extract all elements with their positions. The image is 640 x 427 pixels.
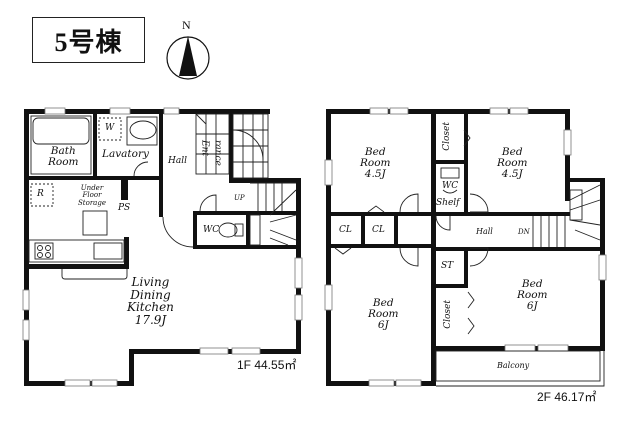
1f-wall-kitchen-side	[124, 237, 129, 269]
closet-cl2-label: CL	[372, 225, 385, 235]
refrigerator-label: R	[37, 189, 44, 199]
north-compass: N	[165, 18, 215, 80]
1f-wall-wc-left	[193, 211, 197, 249]
lavatory-label: Lavatory	[102, 148, 149, 160]
bedroom-nw-size: 4.5J	[364, 168, 386, 181]
floor1-area-label: 1F 44.55㎡	[237, 358, 297, 372]
under-floor-line2: Floor	[82, 191, 102, 200]
1f-ps-box	[121, 180, 128, 200]
closet-cl1-label: CL	[339, 225, 352, 235]
1f-wall-top	[24, 109, 270, 114]
stairs-down-label: DN	[518, 228, 530, 236]
1f-wall-bath-lav	[93, 114, 97, 176]
north-label: N	[182, 18, 191, 32]
bedroom-sw-line1: Bed	[372, 297, 394, 309]
building-label: 5号棟	[54, 27, 123, 57]
bedroom-ne-line2: Room	[497, 157, 528, 170]
balcony-label: Balcony	[497, 361, 530, 370]
under-floor-line3: Storage	[78, 198, 106, 207]
entrance-label-line2: rance	[212, 140, 223, 166]
1f-wall-hall-left	[159, 114, 163, 217]
1f-wall-step	[129, 349, 134, 386]
bath-label-line2: Room	[48, 156, 79, 169]
bedroom-sw-size: 6J	[377, 319, 389, 332]
1f-wall-stair-top	[229, 178, 301, 183]
bedroom-se-label: Bed Room 6J	[517, 278, 548, 313]
1f-wall-bath-bottom	[29, 176, 159, 180]
bedroom-se-line1: Bed	[521, 278, 543, 290]
1f-wall-kitchen	[29, 264, 129, 269]
wc-1f-label: WC	[203, 225, 220, 235]
bedroom-sw-line2: Room	[368, 308, 399, 321]
ldk-line3: Kitchen	[127, 300, 174, 315]
entrance-label-line1: Ent	[199, 140, 210, 156]
under-floor-line1: Under	[80, 184, 104, 192]
1f-wall-left	[24, 109, 29, 386]
entrance-label-2: rance	[212, 140, 223, 166]
closet-north-label: Closet	[442, 122, 452, 151]
ldk-size: 17.9J	[134, 312, 167, 327]
under-floor-storage-label: Under Floor Storage	[78, 184, 106, 207]
closet-south-label: Closet	[443, 300, 453, 329]
bedroom-sw-label: Bed Room 6J	[368, 297, 399, 332]
1f-wall-entrance	[229, 114, 233, 178]
1f-wall-wc-right	[246, 211, 250, 249]
ldk-line1: Living	[131, 275, 170, 289]
wc-2f-label: WC	[442, 181, 459, 191]
bedroom-ne-label: Bed Room 4.5J	[497, 146, 528, 181]
entrance-label: Ent	[199, 140, 210, 156]
bedroom-se-line2: Room	[517, 289, 548, 302]
hall-2f-label: Hall	[476, 227, 493, 236]
bedroom-ne-line1: Bed	[501, 146, 523, 158]
compass-arrow-icon	[166, 36, 210, 80]
bedroom-ne-size: 4.5J	[501, 168, 523, 181]
ldk-line2: Dining	[130, 287, 171, 302]
bedroom-nw-line1: Bed	[364, 146, 386, 158]
storage-st-label: ST	[441, 261, 454, 271]
bath-room-label: Bath Room	[48, 145, 79, 169]
bedroom-nw-line2: Room	[360, 157, 391, 170]
ps-label: PS	[118, 203, 131, 213]
shelf-label: Shelf	[436, 198, 460, 208]
hall-label: Hall	[168, 156, 187, 166]
floor2-area-label: 2F 46.17㎡	[537, 390, 597, 404]
bath-label-line1: Bath	[50, 145, 76, 157]
ldk-label: Living Dining Kitchen 17.9J	[127, 276, 174, 326]
building-label-box: 5号棟	[32, 17, 145, 63]
washer-label: W	[105, 123, 115, 133]
bedroom-se-size: 6J	[526, 300, 538, 313]
bedroom-nw-label: Bed Room 4.5J	[360, 146, 391, 181]
stairs-up-label: UP	[234, 194, 245, 202]
